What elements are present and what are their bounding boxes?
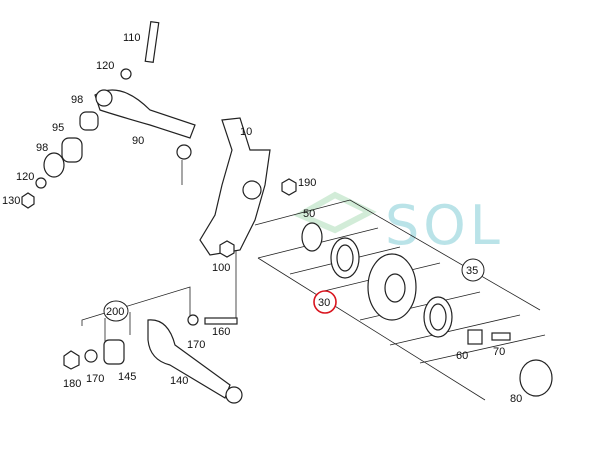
label-170b: 170 — [86, 373, 104, 385]
label-70: 70 — [493, 346, 505, 358]
label-35: 35 — [466, 265, 478, 277]
label-30: 30 — [318, 297, 330, 309]
hub-parts — [301, 222, 553, 397]
label-10: 10 — [240, 126, 252, 138]
label-180: 180 — [63, 378, 81, 390]
label-100: 100 — [212, 262, 230, 274]
label-60: 60 — [456, 350, 468, 362]
part-labels: 110 120 98 95 98 120 130 90 10 190 100 5… — [2, 32, 522, 405]
label-50: 50 — [303, 208, 315, 220]
label-170: 170 — [187, 339, 205, 351]
svg-text:SOL: SOL — [385, 194, 504, 257]
callout-circle-35 — [461, 258, 485, 282]
label-120: 120 — [96, 60, 114, 72]
label-90: 90 — [132, 135, 144, 147]
callout-circle-200 — [103, 300, 129, 322]
label-98: 98 — [71, 94, 83, 106]
steering-knuckle — [199, 117, 297, 320]
sol-watermark: SOL — [293, 191, 504, 257]
label-95: 95 — [52, 122, 64, 134]
label-130: 130 — [2, 195, 20, 207]
highlight-circle-30 — [313, 290, 337, 314]
lower-control-arm — [63, 286, 243, 404]
upper-control-arm — [21, 20, 196, 209]
label-98b: 98 — [36, 142, 48, 154]
label-110: 110 — [123, 32, 141, 44]
label-200: 200 — [106, 306, 124, 318]
label-145: 145 — [118, 371, 136, 383]
label-190: 190 — [298, 177, 316, 189]
label-80: 80 — [510, 393, 522, 405]
label-140: 140 — [170, 375, 188, 387]
label-160: 160 — [212, 326, 230, 338]
label-120b: 120 — [16, 171, 34, 183]
